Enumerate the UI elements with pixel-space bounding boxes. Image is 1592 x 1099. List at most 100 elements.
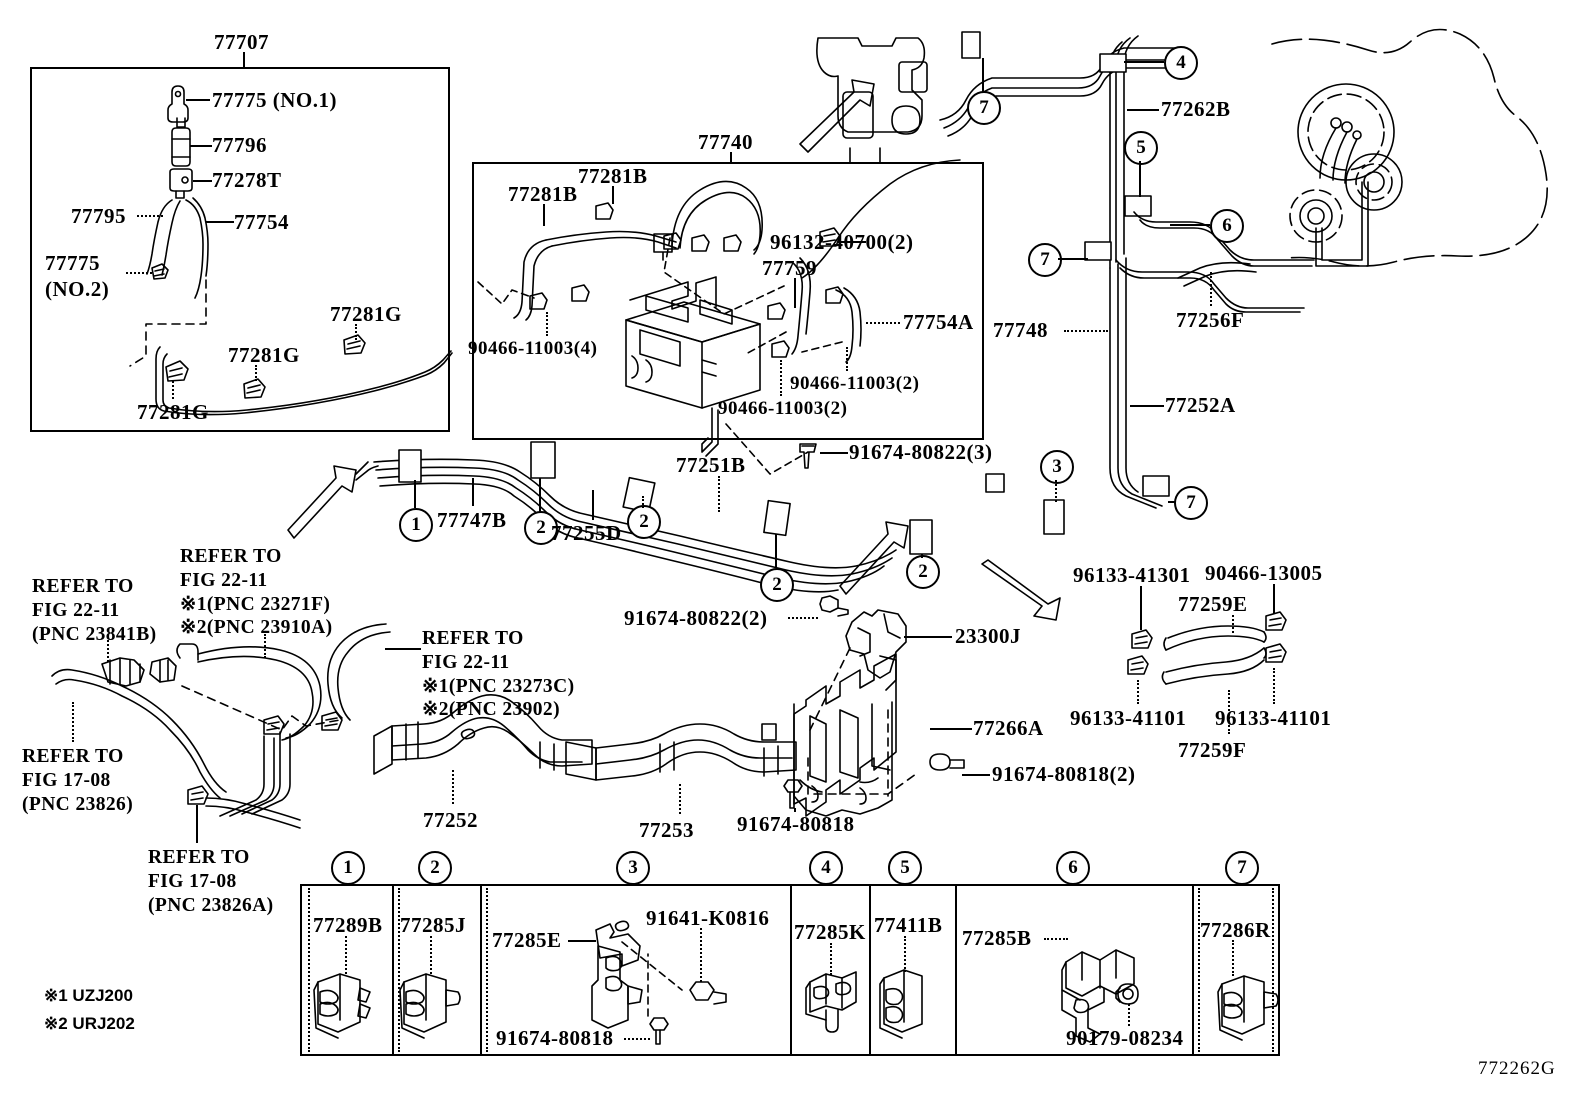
bolt-91674-80818-b (929, 753, 965, 771)
leader-77759 (794, 278, 796, 308)
dashed-lower-left (181, 685, 341, 731)
marker-3-lower[interactable]: 3 (1040, 450, 1074, 484)
arrow-line-right (981, 559, 1061, 621)
leader-marker-7-lower (1168, 501, 1176, 503)
leader-marker-5 (1139, 161, 1141, 197)
part-77259E-hose (1163, 625, 1267, 651)
marker-2-line-c[interactable]: 2 (760, 568, 794, 602)
label-96133-41301: 96133-41301 (1073, 563, 1191, 587)
label-77795: 77795 (71, 204, 126, 228)
marker-4-engine[interactable]: 4 (1164, 46, 1198, 80)
clip-box-77262B-b (1099, 53, 1127, 73)
leader-marker-4 (1124, 61, 1164, 63)
leader-77266A (930, 728, 972, 730)
legend-leader-90179 (1128, 1004, 1130, 1026)
panel-77707-box (30, 67, 450, 432)
leader-77775-no2 (126, 272, 152, 274)
legend-leader-77285B (1044, 938, 1068, 940)
leader-marker-7-mid (1058, 258, 1088, 260)
leader-77796 (190, 145, 212, 147)
clip-box-line-6 (1043, 499, 1065, 535)
label-77278T: 77278T (212, 168, 282, 192)
legend-marker-6[interactable]: 6 (1056, 851, 1090, 885)
legend-marker-3[interactable]: 3 (616, 851, 650, 885)
label-90466-11003-4: 90466-11003(4) (468, 338, 598, 359)
clip-box-77252A-a (1142, 475, 1170, 497)
leader-marker-2c (775, 534, 777, 568)
label-77747B: 77747B (437, 508, 507, 532)
leader-77754 (206, 221, 234, 223)
legend-marker-5[interactable]: 5 (888, 851, 922, 885)
label-96133-41101-right: 96133-41101 (1215, 706, 1332, 730)
marker-7-mid[interactable]: 7 (1028, 243, 1062, 277)
legend-leader-77285K (830, 943, 832, 975)
marker-7-pump[interactable]: 7 (967, 91, 1001, 125)
part-pump-module-77740 (816, 37, 928, 163)
leader-pnc-23826A (196, 805, 198, 843)
dashed-77266A (807, 647, 917, 795)
marker-6-engine[interactable]: 6 (1210, 209, 1244, 243)
label-77256F: 77256F (1176, 308, 1245, 332)
part-23300J (845, 609, 907, 691)
leader-pnc-23841B (107, 640, 109, 662)
pipes-lower-left-pair (219, 731, 291, 817)
marker-5-engine[interactable]: 5 (1124, 131, 1158, 165)
leader-77281B-right (612, 186, 614, 204)
label-90466-11003-2a: 90466-11003(2) (790, 373, 920, 394)
legend-part-77285K: 77285K (794, 920, 866, 944)
marker-2-line-a[interactable]: 2 (524, 511, 558, 545)
label-77748: 77748 (993, 318, 1048, 342)
legend-sep-4-5 (869, 886, 871, 1054)
leader-90466-13005 (1273, 584, 1275, 614)
legend-part-91674-80818: 91674-80818 (496, 1026, 614, 1050)
arrow-line-mid (839, 521, 909, 595)
leader-96133-41301 (1140, 586, 1142, 630)
leader-90466-11003-2b (780, 360, 782, 396)
clip-box-line-1 (398, 449, 422, 483)
label-77281B-left: 77281B (508, 182, 578, 206)
clip-box-line-5 (909, 519, 933, 555)
legend-sep-dot-end (1272, 888, 1274, 1052)
legend-leader-77286R (1232, 940, 1234, 976)
marker-1-line[interactable]: 1 (399, 508, 433, 542)
leader-77748 (1064, 330, 1108, 332)
legend-part-91641-K0816: 91641-K0816 (646, 906, 770, 930)
legend-part-77285E: 77285E (492, 928, 562, 952)
label-77281G-right: 77281G (330, 302, 402, 326)
legend-sep-5-6 (955, 886, 957, 1054)
refer-pnc-23273C: REFER TO FIG 22-11 ※1(PNC 23273C) ※2(PNC… (422, 628, 575, 721)
label-90466-11003-2b: 90466-11003(2) (718, 398, 848, 419)
label-77759: 77759 (762, 256, 817, 280)
legend-sep-dot-7 (1198, 888, 1200, 1052)
refer-pnc-23826: REFER TO FIG 17-08 (PNC 23826) (22, 746, 134, 815)
legend-marker-1[interactable]: 1 (331, 851, 365, 885)
label-77252: 77252 (423, 808, 478, 832)
refer-pnc-23841B: REFER TO FIG 22-11 (PNC 23841B) (32, 576, 157, 645)
leader-90466-11003-2a (846, 347, 848, 371)
legend-sep-1-2 (392, 886, 394, 1054)
leader-23300J (904, 636, 952, 638)
marker-2-line-b[interactable]: 2 (627, 505, 661, 539)
label-77253: 77253 (639, 818, 694, 842)
label-77281G-left: 77281G (137, 400, 209, 424)
legend-marker-7[interactable]: 7 (1225, 851, 1259, 885)
clips-right-hoses (1127, 611, 1287, 675)
leader-91674-80818 (794, 808, 796, 812)
leader-91674-80818-2 (962, 774, 990, 776)
panel-77707-title: 77707 (214, 30, 269, 54)
leader-77262B (1127, 109, 1159, 111)
legend-marker-4[interactable]: 4 (809, 851, 843, 885)
bolt-91674-80822-2 (819, 595, 849, 617)
legend-sep-3-4 (790, 886, 792, 1054)
legend-sep-dot-3 (486, 888, 488, 1052)
legend-marker-2[interactable]: 2 (418, 851, 452, 885)
engine-pulleys (1289, 83, 1403, 267)
hose-pnc-23841B-group (101, 657, 177, 687)
note-urj202: ※2 URJ202 (44, 1014, 135, 1033)
marker-7-lower[interactable]: 7 (1174, 486, 1208, 520)
marker-2-line-d[interactable]: 2 (906, 555, 940, 589)
leader-77252 (452, 770, 454, 804)
legend-part-77285B: 77285B (962, 926, 1032, 950)
legend-part-77285J: 77285J (400, 913, 466, 937)
